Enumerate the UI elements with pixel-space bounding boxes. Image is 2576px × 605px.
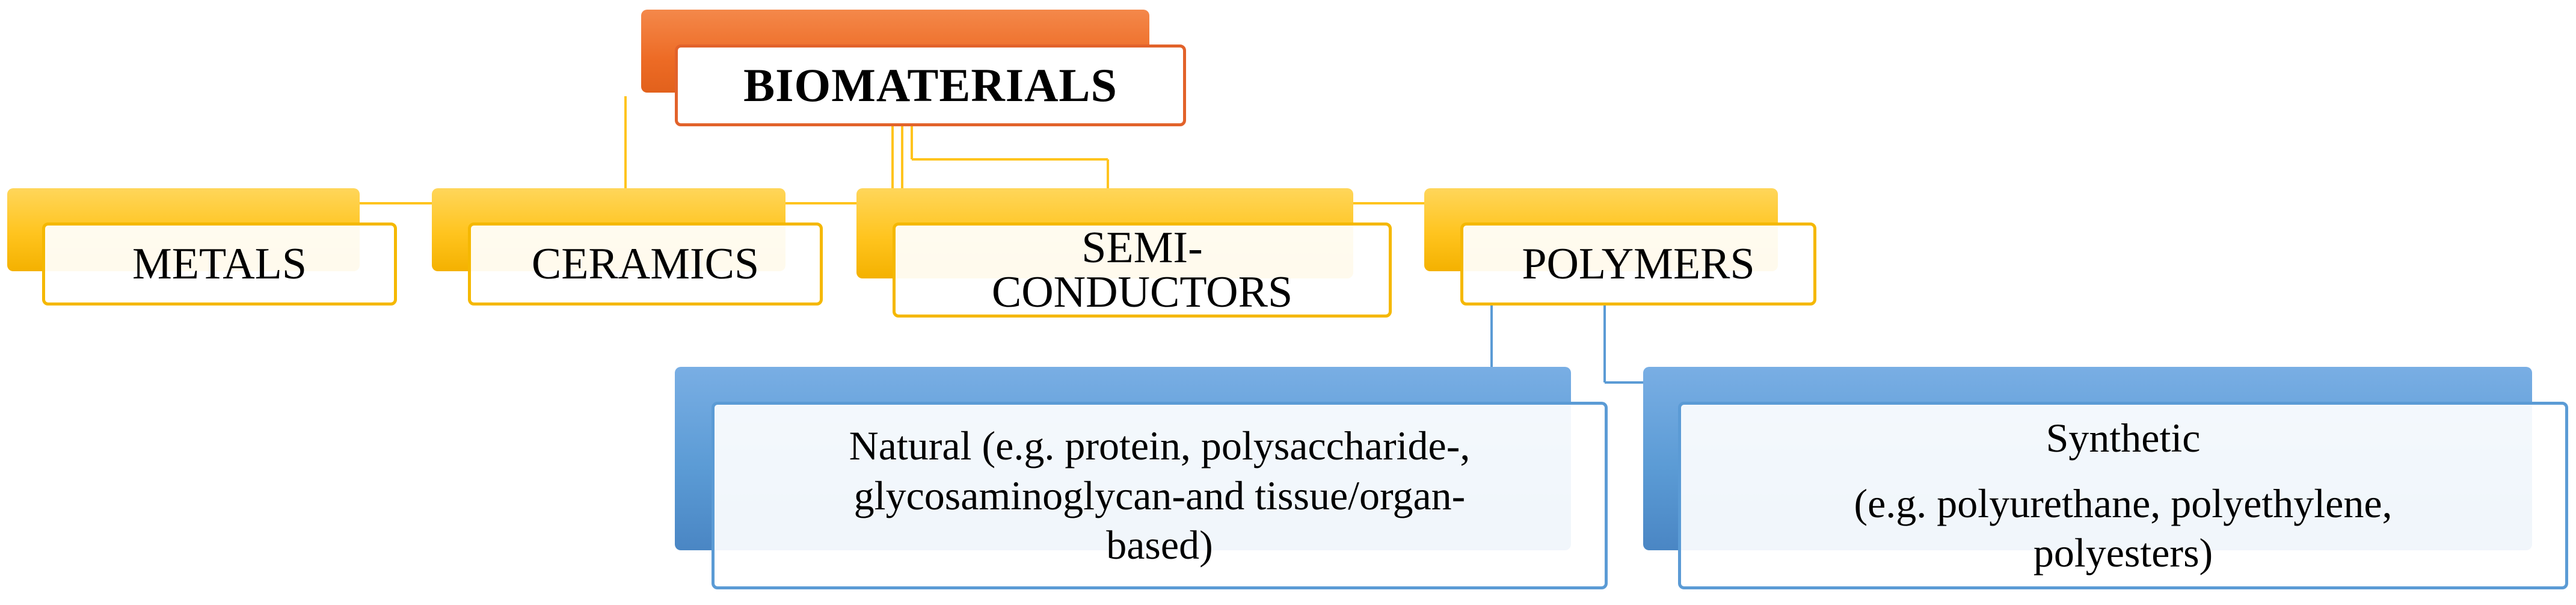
category-node-metals: METALS [42, 223, 397, 306]
category-label-metals: METALS [132, 239, 307, 289]
natural-label-line-1: Natural (e.g. protein, polysaccharide-, [849, 422, 1471, 468]
root-node-label: BIOMATERIALS [743, 59, 1117, 111]
category-label-polymers: POLYMERS [1522, 239, 1755, 289]
category-node-ceramics: CERAMICS [468, 223, 823, 306]
polymer-type-label-natural: Natural (e.g. protein, polysaccharide-, … [849, 421, 1471, 571]
synthetic-label-line-3: polyesters) [2033, 530, 2213, 576]
category-label-semiconductors-line-1: SEMI- [1081, 223, 1203, 272]
natural-label-line-3: based) [1106, 522, 1213, 568]
category-label-ceramics: CERAMICS [531, 239, 760, 289]
category-label-semiconductors-line-2: CONDUCTORS [991, 268, 1293, 317]
synthetic-label-line-2: (e.g. polyurethane, polyethylene, [1854, 480, 2393, 526]
polymer-type-node-synthetic: Synthetic (e.g. polyurethane, polyethyle… [1678, 402, 2568, 589]
category-node-semiconductors: SEMI- CONDUCTORS [893, 223, 1392, 318]
category-label-semiconductors: SEMI- CONDUCTORS [992, 226, 1293, 315]
category-node-polymers: POLYMERS [1460, 223, 1816, 306]
natural-label-line-2: glycosaminoglycan-and tissue/organ- [853, 472, 1466, 518]
synthetic-label-line-1: Synthetic [2046, 414, 2201, 461]
root-node-biomaterials: BIOMATERIALS [675, 45, 1186, 126]
polymer-type-node-natural: Natural (e.g. protein, polysaccharide-, … [712, 402, 1608, 589]
polymer-type-label-synthetic: Synthetic (e.g. polyurethane, polyethyle… [1854, 413, 2392, 579]
